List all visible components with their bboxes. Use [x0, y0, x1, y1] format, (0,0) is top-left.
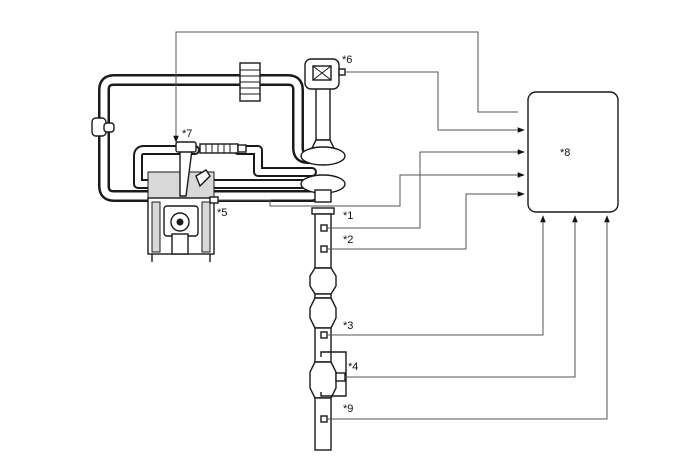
sensor-9-label: *9 — [343, 403, 353, 415]
sensor-4 — [335, 372, 346, 382]
sensor-6 — [304, 58, 346, 90]
sensor-1 — [320, 224, 328, 232]
ecu-box — [527, 91, 619, 213]
sensor-5-label: *5 — [217, 207, 227, 219]
injector-7-label: *7 — [182, 128, 192, 140]
sensor-4-label: *4 — [348, 361, 358, 373]
fuel-injector — [175, 141, 211, 197]
egr-pipe — [133, 145, 317, 189]
sensor-9 — [320, 415, 328, 423]
sensor-3-label: *3 — [343, 320, 353, 332]
sensor-2 — [320, 245, 328, 253]
intake-column — [300, 87, 346, 215]
sensor-6-label: *6 — [342, 54, 352, 66]
pressure-sensor-lines — [320, 351, 347, 397]
signal-wires — [173, 31, 610, 420]
sensor-1-label: *1 — [343, 210, 353, 222]
air-cleaner — [91, 117, 115, 137]
sensor-3 — [320, 331, 328, 339]
intercooler — [239, 62, 261, 102]
ecu-label: *8 — [560, 147, 570, 159]
sensor-2-label: *2 — [343, 234, 353, 246]
sensor-5 — [209, 196, 219, 204]
fuel-rail — [199, 143, 247, 154]
